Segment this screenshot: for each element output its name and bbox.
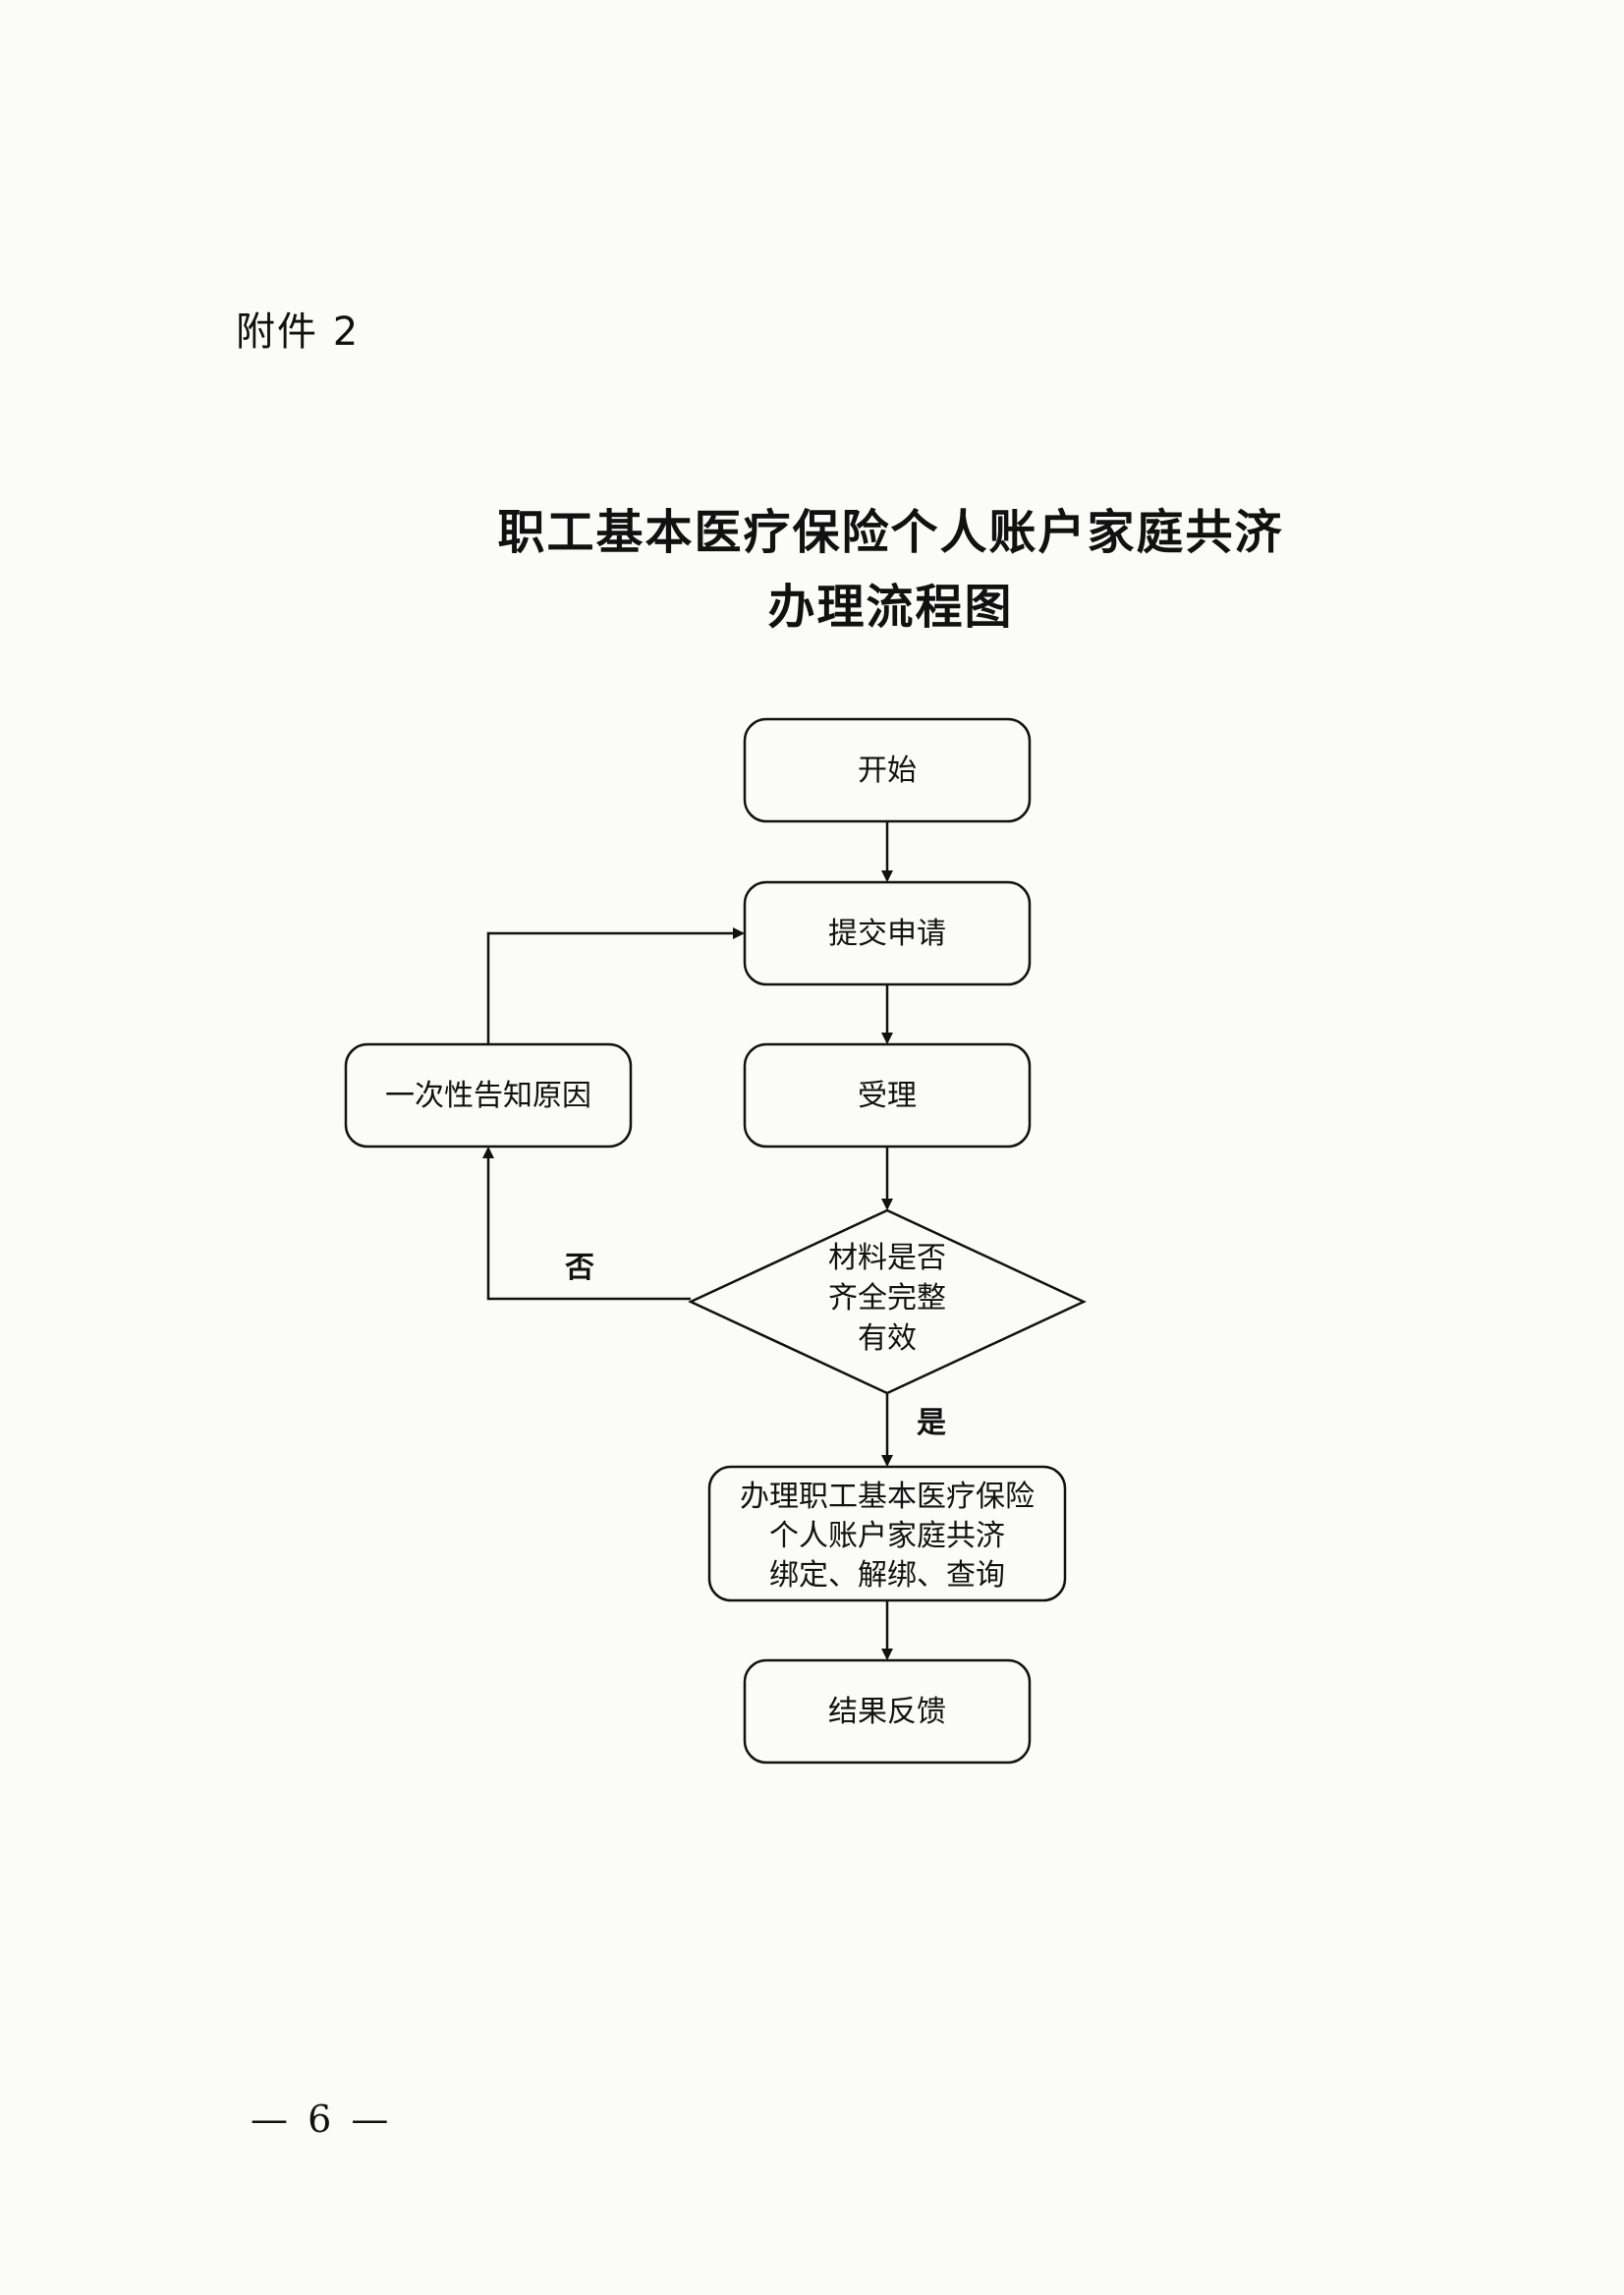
node-feedback: 结果反馈: [743, 1658, 1032, 1764]
node-reject-label: 一次性告知原因: [385, 1079, 591, 1113]
node-process-line-1: 办理职工基本医疗保险: [740, 1480, 1035, 1514]
node-accept: 受理: [743, 1042, 1032, 1148]
node-accept-label: 受理: [858, 1079, 917, 1113]
node-process-line-2: 个人账户家庭共济: [769, 1519, 1005, 1553]
edge-reject-to-submit: [486, 927, 745, 1044]
decision-line-2: 齐全完整: [828, 1281, 946, 1315]
node-reject: 一次性告知原因: [344, 1042, 633, 1148]
edge-no-label: 否: [565, 1251, 594, 1285]
node-start-label: 开始: [858, 754, 917, 788]
node-start: 开始: [743, 717, 1032, 823]
edge-check-to-reject: [482, 1147, 691, 1301]
document-title-line-2: 办理流程图: [767, 580, 1014, 635]
node-submit-label: 提交申请: [828, 917, 946, 951]
attachment-label: 附件 2: [236, 309, 361, 355]
decision-line-1: 材料是否: [828, 1241, 946, 1275]
node-process-line-3: 绑定、解绑、查询: [769, 1558, 1005, 1593]
decision-check: 材料是否 齐全完整 有效: [688, 1208, 1087, 1395]
node-submit: 提交申请: [743, 880, 1032, 986]
decision-line-3: 有效: [858, 1321, 917, 1356]
page-number: — 6 —: [251, 2098, 393, 2141]
document-title-line-1: 职工基本医疗保险个人账户家庭共济: [497, 505, 1284, 560]
node-process: 办理职工基本医疗保险 个人账户家庭共济 绑定、解绑、查询: [707, 1465, 1067, 1602]
node-feedback-label: 结果反馈: [828, 1695, 946, 1729]
edge-yes-label: 是: [917, 1406, 946, 1440]
